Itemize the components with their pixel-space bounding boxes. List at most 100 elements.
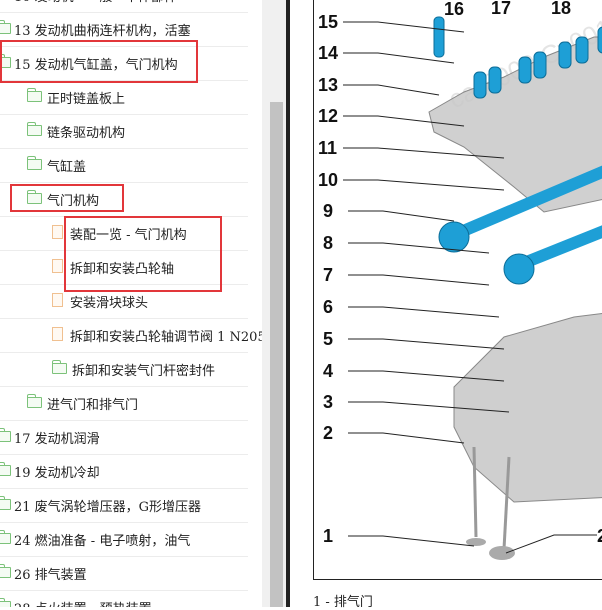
leader-line — [348, 306, 500, 318]
callout-label: 14 — [318, 43, 338, 63]
callout-label: 2 — [323, 423, 333, 443]
folder-icon — [0, 530, 11, 544]
tree-item[interactable]: 拆卸和安装凸轮轴调节阀 1 N205 — [0, 318, 262, 353]
tree-item-label: 13 发动机曲柄连杆机构，活塞 — [14, 24, 191, 39]
leader-line — [343, 52, 455, 64]
leader-line — [348, 242, 490, 254]
document-icon — [52, 225, 63, 239]
callout-label: 16 — [444, 0, 464, 19]
folder-icon — [27, 156, 42, 170]
tree-item-label: 气缸盖 — [47, 160, 87, 175]
tree-item[interactable]: 28 点火装置，预热装置 — [0, 590, 248, 607]
folder-icon — [0, 20, 11, 34]
folder-icon — [0, 496, 11, 510]
leader-line — [343, 21, 465, 33]
tree-item-label: 装配一览 - 气门机构 — [70, 228, 187, 243]
callout-label: 3 — [323, 392, 333, 412]
tree-item-label: 26 排气装置 — [14, 568, 87, 583]
leader-line — [348, 535, 475, 547]
tree-item-label: 28 点火装置，预热装置 — [14, 598, 152, 607]
highlight-box-docs — [64, 216, 222, 292]
tree-item[interactable]: 15 发动机气缸盖，气门机构 — [0, 46, 248, 81]
folder-icon — [27, 88, 42, 102]
folder-icon — [27, 190, 42, 204]
document-icon — [52, 259, 63, 273]
leader-line — [348, 210, 455, 222]
folder-icon — [27, 394, 42, 408]
callout-label: 5 — [323, 329, 333, 349]
callout-label: 9 — [323, 201, 333, 221]
tree-item[interactable]: 26 排气装置 — [0, 556, 248, 591]
callout-label: 10 — [318, 170, 338, 190]
tree-item[interactable]: 19 发动机冷却 — [0, 454, 248, 489]
leader-line — [343, 147, 505, 159]
tree-item-label: 正时链盖板上 — [47, 92, 126, 107]
tree-item-label: 19 发动机冷却 — [14, 466, 100, 481]
folder-icon — [0, 462, 11, 476]
tree-item-label: 链条驱动机构 — [47, 126, 126, 141]
folder-icon — [0, 598, 11, 607]
tree-item-label: 进气门和排气门 — [47, 398, 139, 413]
leader-line — [343, 115, 465, 127]
highlight-box-section-15 — [0, 40, 198, 83]
folder-icon — [0, 564, 11, 578]
tree-item[interactable]: 拆卸和安装气门杆密封件 — [0, 352, 248, 387]
tree-item[interactable]: 气缸盖 — [0, 148, 248, 183]
tree-item-label: 拆卸和安装凸轮轴 — [70, 262, 175, 277]
tree-item[interactable]: 24 燃油准备 - 电子喷射，油气 — [0, 522, 248, 557]
folder-icon — [27, 122, 42, 136]
tree-item-label: 气门机构 — [47, 194, 100, 209]
callout-label: 8 — [323, 233, 333, 253]
document-icon — [52, 327, 63, 341]
callout-label: 11 — [318, 138, 337, 158]
tree-item-label: 24 燃油准备 - 电子喷射，油气 — [14, 534, 191, 549]
callout-label: 18 — [551, 0, 571, 18]
callout-label: 1 — [323, 526, 333, 546]
scrollbar-thumb[interactable] — [270, 102, 283, 607]
navigation-tree: 10 发动机 - 一般 - 本体部件 13 发动机曲柄连杆机构，活塞 15 发动机气… — [0, 0, 262, 607]
exploded-diagram: car8000 Cy0016 1514131211109876543211617… — [313, 0, 602, 580]
tree-item[interactable]: 进气门和排气门 — [0, 386, 248, 421]
tree-item-label: 21 废气涡轮增压器，G形增压器 — [14, 500, 202, 515]
tree-item-label: 10 发动机 - 一般 - 本体部件 — [14, 0, 177, 5]
callout-label: 6 — [323, 297, 333, 317]
callout-label: 4 — [323, 361, 333, 381]
tree-item[interactable]: 装配一览 - 气门机构 — [0, 216, 248, 251]
document-pane: car8000 Cy0016 1514131211109876543211617… — [290, 0, 602, 610]
tree-item[interactable]: 拆卸和安装凸轮轴 — [0, 250, 248, 285]
tree-item[interactable]: 21 废气涡轮增压器，G形增压器 — [0, 488, 248, 523]
leader-line — [348, 370, 505, 382]
callout-label: 2 — [597, 526, 602, 546]
leader-line — [343, 84, 440, 96]
tree-item[interactable]: 安装滑块球头 — [0, 284, 248, 319]
tree-item-label: 拆卸和安装凸轮轴调节阀 1 N205 — [70, 330, 262, 345]
tree-item[interactable]: 正时链盖板上 — [0, 80, 248, 115]
callout-label: 12 — [318, 106, 338, 126]
leader-line — [505, 534, 597, 554]
document-icon — [52, 293, 63, 307]
leader-line — [348, 338, 505, 350]
tree-item-label: 拆卸和安装气门杆密封件 — [72, 364, 216, 379]
tree-item[interactable]: 13 发动机曲柄连杆机构，活塞 — [0, 12, 248, 47]
tree-item[interactable]: 10 发动机 - 一般 - 本体部件 — [0, 0, 248, 13]
folder-icon — [52, 360, 67, 374]
leader-line — [348, 401, 510, 413]
highlight-box-valve-mechanism — [10, 184, 124, 212]
tree-scrollbar[interactable] — [262, 0, 286, 607]
tree-item[interactable]: 链条驱动机构 — [0, 114, 248, 149]
folder-icon — [0, 428, 11, 442]
tree-item-label: 安装滑块球头 — [70, 296, 149, 311]
leader-line — [348, 432, 465, 444]
pane-divider[interactable] — [286, 0, 290, 607]
folder-icon — [0, 54, 11, 68]
tree-item-label: 17 发动机润滑 — [14, 432, 100, 447]
callout-label: 17 — [491, 0, 511, 18]
callout-label: 13 — [318, 75, 338, 95]
callout-label: 7 — [323, 265, 333, 285]
callout-label: 15 — [318, 12, 338, 32]
figure-caption: 1 - 排气门 — [313, 595, 373, 610]
leader-line — [343, 179, 505, 191]
tree-item-label: 15 发动机气缸盖，气门机构 — [14, 58, 178, 73]
tree-item[interactable]: 17 发动机润滑 — [0, 420, 248, 455]
leader-line — [348, 274, 490, 286]
